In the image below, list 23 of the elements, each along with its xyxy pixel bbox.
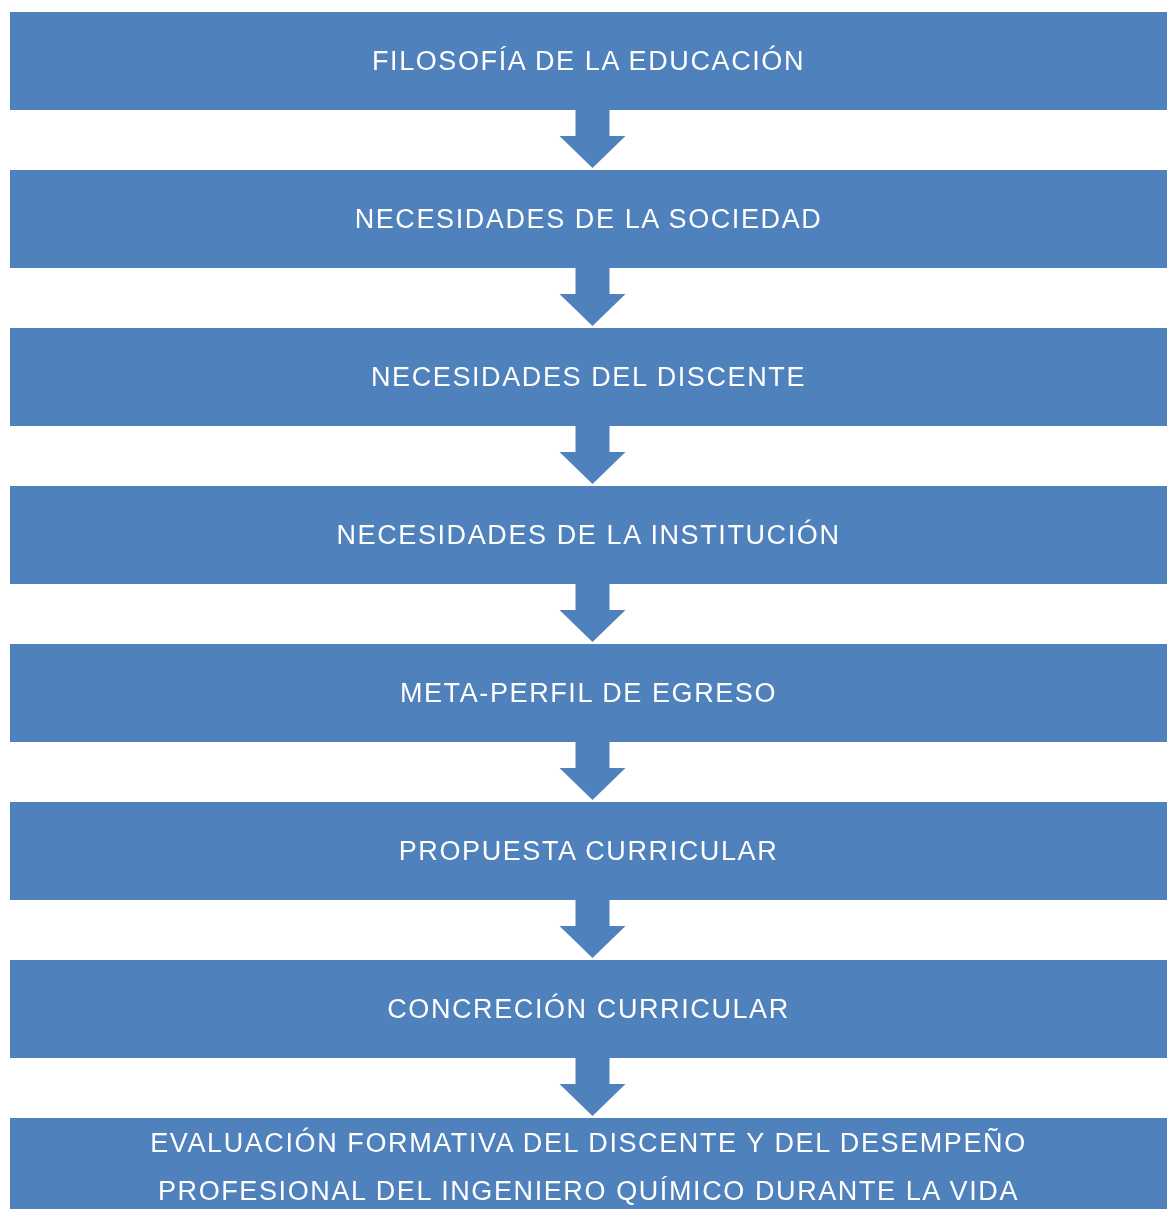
box-label: EVALUACIÓN FORMATIVA DEL DISCENTE Y DEL DESEMPEÑO PROFESIONAL DEL INGENIERO QUÍMICO DURANTE LA VIDA	[149, 1126, 1028, 1208]
down-arrow	[559, 584, 626, 642]
down-arrow	[559, 900, 626, 958]
process-box	[10, 802, 1167, 900]
box-label: CONCRECIÓN CURRICULAR	[387, 992, 790, 1026]
down-arrow	[559, 426, 626, 484]
box-label: NECESIDADES DE LA SOCIEDAD	[354, 203, 823, 236]
down-arrow	[559, 110, 626, 168]
down-arrow	[559, 268, 626, 326]
process-box	[10, 644, 1167, 742]
process-box	[10, 170, 1167, 268]
process-box	[10, 960, 1167, 1058]
box-label: NECESIDADES DEL DISCENTE	[371, 361, 806, 394]
box-label: META-PERFIL DE EGRESO	[399, 677, 778, 710]
process-box	[10, 328, 1167, 426]
box-label: PROPUESTA CURRICULAR	[398, 835, 779, 868]
box-label: NECESIDADES DE LA INSTITUCIÓN	[336, 518, 841, 552]
box-label: FILOSOFÍA DE LA EDUCACIÓN	[371, 44, 806, 78]
down-arrow	[559, 1058, 626, 1116]
process-box	[10, 1118, 1167, 1209]
down-arrow	[559, 742, 626, 800]
process-box	[10, 12, 1167, 110]
process-box	[10, 486, 1167, 584]
